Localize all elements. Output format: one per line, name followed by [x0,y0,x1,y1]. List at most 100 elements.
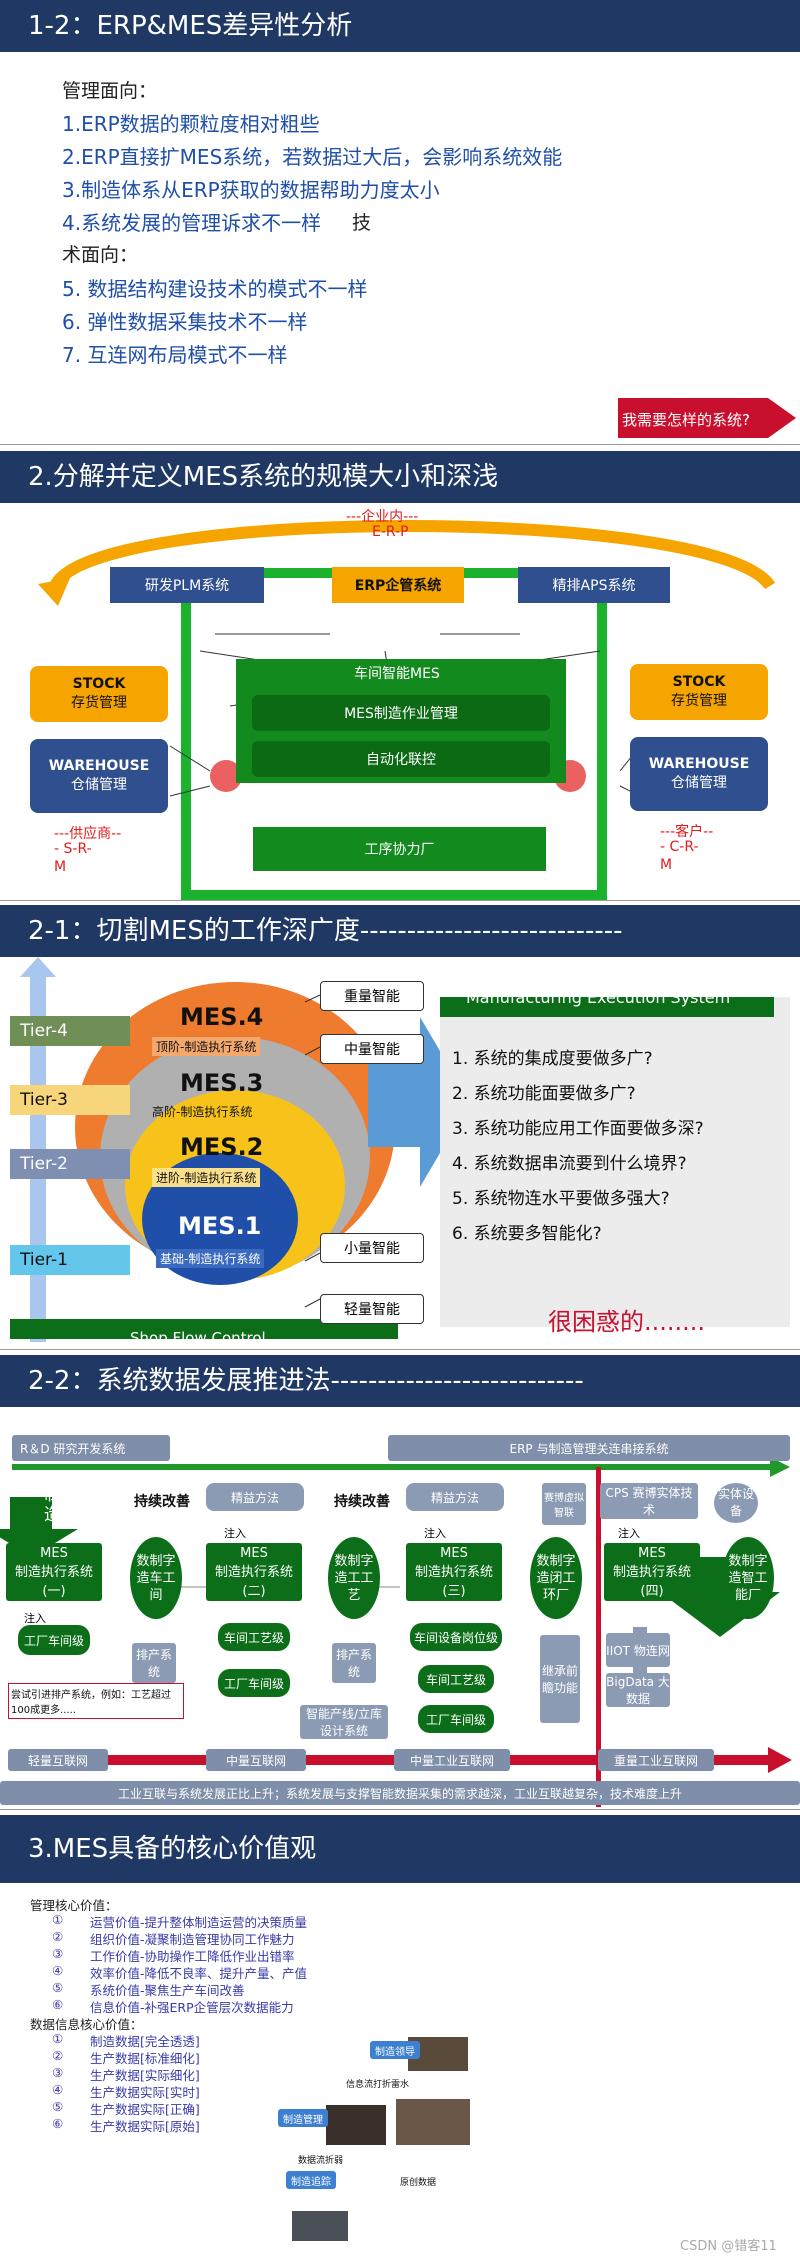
slide-mes-scale: 2.分解并定义MES系统的规模大小和深浅 ---企业内--- E-R-P 研发P… [0,451,800,901]
diag-manager-tag: 制造管理 [278,2109,328,2127]
mes4-l3: (四) [640,1583,664,1599]
mgmt-num-2: ② [52,1929,64,1944]
data-value-4: 生产数据实际[实时] [90,2085,200,2100]
mgmt-heading: 管理面向： [62,80,158,102]
mgmt-num-3: ③ [52,1946,64,1961]
shop-flow-label: Shop Flow Control [130,1329,266,1347]
mgmt-value-3: 工作价值-协助操作工降低作业出错率 [90,1949,295,1964]
mgmt-value-2: 组织价值-凝聚制造管理协同工作魅力 [90,1932,295,1947]
warehouse-left-cn: 仓储管理 [71,777,127,793]
diag-info-flow: 信息流打折雷水 [346,2080,410,2090]
schedule-note: 尝试引进排产系统，例如：工艺超过100成更多..... [8,1683,184,1719]
mes1-desc: 基础-制造执行系统 [156,1249,265,1268]
diag-origin: 原创数据 [400,2178,437,2188]
factory-level-1: 工厂车间级 [18,1625,90,1655]
tier-1-label: Tier-1 [10,1245,130,1275]
supplier-line-1: ---供应商-- [54,826,122,842]
eco-box: 赛博虚拟智联 [542,1483,586,1525]
digital-process-circle: 数制字造工工艺 [328,1537,380,1619]
mgmt-num-5: ⑤ [52,1980,64,1995]
level-light: 轻量智能 [320,1294,424,1324]
mes3-name: MES.3 [180,1069,264,1097]
diff-item-1: 1.ERP数据的颗粒度相对粗些 [62,112,320,136]
mes2-l3: (二) [242,1583,266,1599]
diff-item-6: 6. 弹性数据采集技术不一样 [62,310,308,334]
data-num-6: ⑥ [52,2116,64,2131]
question-4: 4. 系统数据串流要到什么境界? [452,1154,687,1174]
factory-level-2: 工厂车间级 [218,1669,290,1697]
cps-box: CPS 赛博实体技术 [600,1483,698,1519]
inject-3: 注入 [424,1527,446,1540]
supplier-line-2: - S-R- [54,841,92,857]
diag-track-tag: 制造追踪 [286,2171,336,2189]
tier-2-label: Tier-2 [10,1149,130,1179]
automation-box: 自动化联控 [252,741,550,777]
inject-2: 注入 [224,1527,246,1540]
tech-heading: 术面向： [62,244,139,266]
mgmt-num-4: ④ [52,1963,64,1978]
tier-3-label: Tier-3 [10,1085,130,1115]
mes3-l1: MES [440,1545,468,1561]
data-value-3: 生产数据[实际细化] [90,2068,200,2083]
tier-4-label: Tier-4 [10,1016,130,1046]
mes2-l1: MES [240,1545,268,1561]
smart-factory-circle: 数制字造智工能厂 [722,1537,774,1619]
data-value-5: 生产数据实际[正确] [90,2102,200,2117]
question-3: 3. 系统功能应用工作面要做多深? [452,1119,704,1139]
watermark: CSDN @错客11 [680,2239,777,2254]
mgmt-value-4: 效率价值-降低不良率、提升产量、产值 [90,1966,308,1981]
iiot-box: IIOT 物连网 [606,1633,670,1667]
diff-item-2: 2.ERP直接扩MES系统，若数据过大后，会影响系统效能 [62,145,563,169]
digital-workshop-circle: 数制字造车工间 [130,1537,182,1619]
cta-arrow [618,398,796,438]
question-5: 5. 系统物连水平要做多强大? [452,1189,670,1209]
mgmt-num-6: ⑥ [52,1997,64,2012]
station-level-3: 车间设备岗位级 [410,1623,502,1651]
mes3-desc: 高阶-制造执行系统 [152,1105,253,1119]
schedule-box-2: 排产系统 [332,1643,376,1683]
confused-text: 很困惑的........ [548,1308,706,1336]
diff-item-3: 3.制造体系从ERP获取的数据帮助力度太小 [62,178,440,202]
stock-left-en: STOCK [72,676,126,692]
workshop-label: 车间智能MES [354,666,440,682]
plm-box: 研发PLM系统 [110,567,264,603]
mgmt-values-heading: 管理核心价值： [30,1898,118,1913]
lean-box-2: 精益方法 [406,1483,504,1511]
mes3-l3: (三) [442,1583,466,1599]
slide-title: 2-2：系统数据发展推进法--------------------------- [0,1355,800,1407]
slide-title: 2.分解并定义MES系统的规模大小和深浅 [0,451,800,503]
net-heavy-industrial: 重量工业互联网 [598,1749,714,1771]
customer-line-2: - C-R- [660,839,699,855]
workshop-process-2: 车间工艺级 [218,1623,290,1651]
inject-4: 注入 [618,1527,640,1540]
data-num-4: ④ [52,2082,64,2097]
entity-circle: 实体设备 [714,1483,758,1523]
question-6: 6. 系统要多智能化? [452,1224,602,1244]
diff-item-4-tail: 技 [352,212,372,234]
smart-label: 边向制造智能 [713,1633,746,1690]
warehouse-right-cn: 仓储管理 [671,775,727,791]
diag-data-flow: 数据流折弱 [298,2156,344,2166]
erp-box: ERP企管系统 [332,567,464,603]
level-small: 小量智能 [320,1233,424,1263]
slide-erp-mes-diff: 1-2：ERP&MES差异性分析 管理面向： 1.ERP数据的颗粒度相对粗些 2… [0,0,800,445]
customer-line-1: ---客户-- [660,824,714,840]
mes-panel-title: Manufacturing Execution System [466,988,731,1007]
mgmt-value-5: 系统价值-聚焦生产车间改善 [90,1983,245,1998]
diff-item-5: 5. 数据结构建设技术的模式不一样 [62,277,368,301]
inherit-box: 继承前瞻功能 [540,1635,580,1723]
level-medium: 中量智能 [320,1034,424,1064]
supplier-line-3: M [54,859,67,875]
level-heavy: 重量智能 [320,981,424,1011]
rd-bar: R＆D 研究开发系统 [12,1435,170,1461]
mgmt-value-1: 运营价值-提升整体制造运营的决策质量 [90,1915,308,1930]
factory-level-3: 工厂车间级 [418,1705,494,1733]
smart-line-box: 智能产线/立库设计系统 [300,1705,388,1739]
data-values-heading: 数据信息核心价值： [30,2017,143,2032]
mes1-name: MES.1 [178,1212,262,1240]
slide-data-progress: 2-2：系统数据发展推进法---------------------------… [0,1355,800,1810]
